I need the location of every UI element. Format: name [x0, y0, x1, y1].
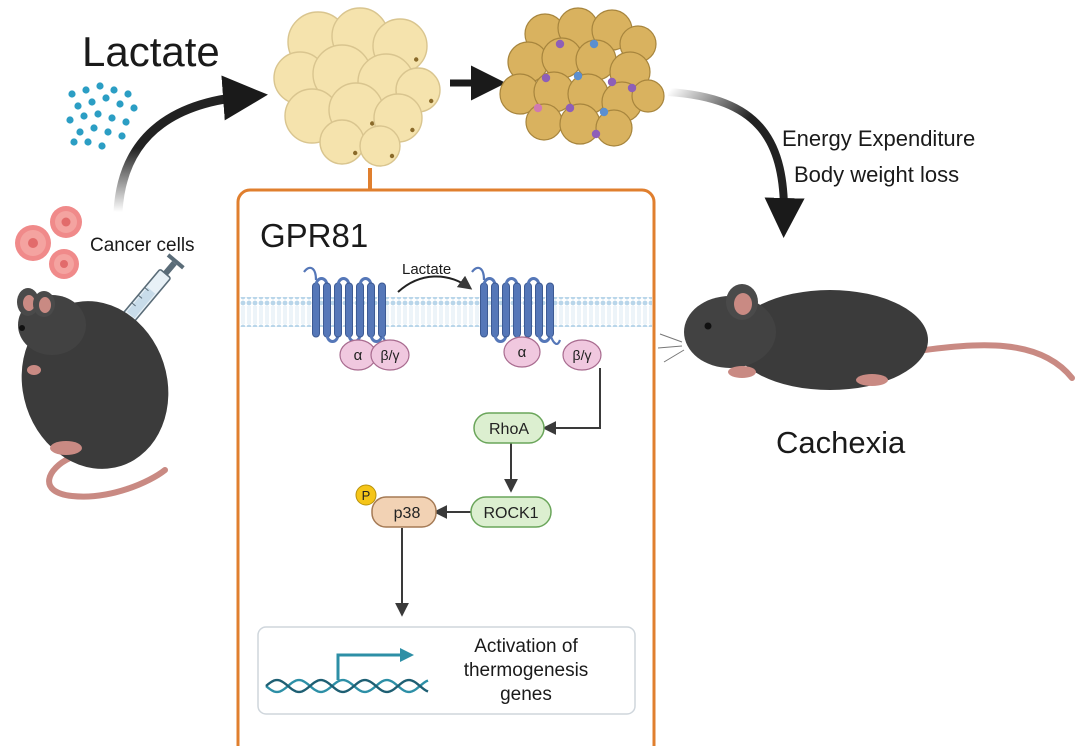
lactate-dot — [116, 100, 124, 108]
phosphate-label: P — [362, 488, 371, 503]
white-adipocyte-cluster — [273, 7, 441, 167]
dna-helix-icon — [265, 678, 429, 694]
immune-cell — [541, 73, 551, 83]
g-betagamma-subunit-2: β/γ — [562, 339, 602, 371]
immune-cell — [565, 103, 575, 113]
white-adipocyte — [359, 125, 401, 167]
rock1-node: ROCK1 — [470, 496, 552, 528]
immune-cell — [627, 83, 637, 93]
cancer-cells — [15, 206, 82, 279]
brown-adipocyte — [595, 109, 633, 147]
gene-activation-panel — [257, 626, 636, 715]
mouse-cachexia-icon — [657, 284, 1075, 390]
lactate-dot — [88, 98, 96, 106]
body-weight-loss-label: Body weight loss — [794, 162, 959, 187]
transcription-arrowhead — [400, 648, 414, 662]
immune-cell — [589, 39, 599, 49]
immune-cell — [599, 107, 609, 117]
lactate-dot — [104, 128, 112, 136]
lactate-dot — [70, 138, 78, 146]
lactate-dot — [90, 124, 98, 132]
gene-activation-line1: Activation of — [474, 636, 578, 657]
syringe-icon — [111, 253, 185, 338]
brown-adipocyte — [525, 103, 563, 141]
lactate-dot — [122, 118, 130, 126]
white-adipocyte — [319, 119, 365, 165]
phosphate-badge — [355, 484, 377, 506]
lactate-dot — [130, 104, 138, 112]
lactate-molecules — [66, 82, 138, 150]
energy-expenditure-label: Energy Expenditure — [782, 126, 975, 151]
lactate-dot — [80, 112, 88, 120]
immune-cell — [591, 129, 601, 139]
lactate-binding-arrow — [397, 275, 473, 293]
gene-activation-line2: thermogenesis — [464, 660, 589, 681]
immune-cell — [607, 77, 617, 87]
lactate-dot — [118, 132, 126, 140]
lactate-dot — [102, 94, 110, 102]
mouse-left-icon — [17, 288, 169, 500]
lactate-dot — [108, 114, 116, 122]
p38-label: p38 — [394, 505, 421, 522]
rhoa-label: RhoA — [489, 421, 529, 438]
lactate-dot — [84, 138, 92, 146]
transcription-start-arrow — [336, 653, 402, 680]
lactate-dot — [110, 86, 118, 94]
g-alpha-subunit-2: α — [503, 336, 541, 368]
lactate-dot — [76, 128, 84, 136]
brown-adipocyte — [559, 103, 601, 145]
brown-adipocyte-cluster — [499, 7, 665, 147]
cancer-cells-label: Cancer cells — [90, 235, 195, 256]
rock1-label: ROCK1 — [483, 505, 538, 522]
gpr81-title: GPR81 — [260, 217, 368, 254]
g-betagamma-label-2: β/γ — [573, 347, 592, 363]
lactate-dot — [96, 82, 104, 90]
g-betagamma-subunit-1: β/γ — [370, 339, 410, 371]
arrow-to-cachexia — [667, 88, 805, 238]
lactate-dot — [66, 116, 74, 124]
brown-adipocyte — [631, 79, 665, 113]
cell-membrane — [240, 297, 652, 327]
immune-cell — [555, 39, 565, 49]
immune-cell — [573, 71, 583, 81]
g-betagamma-label-1: β/γ — [381, 347, 400, 363]
gene-activation-line3: genes — [500, 684, 552, 705]
lactate-dot — [82, 86, 90, 94]
lactate-dot — [94, 110, 102, 118]
lactate-small-label: Lactate — [402, 261, 451, 278]
arrow-to-white-fat — [113, 75, 268, 213]
lactate-dot — [74, 102, 82, 110]
cachexia-label: Cachexia — [776, 425, 906, 460]
rhoa-node: RhoA — [473, 412, 545, 444]
lactate-dot — [68, 90, 76, 98]
immune-cell — [533, 103, 543, 113]
lactate-dot — [98, 142, 106, 150]
lactate-title: Lactate — [82, 28, 220, 75]
g-alpha-label-2: α — [518, 344, 527, 361]
arrow-betagamma-to-rhoa — [542, 368, 601, 435]
gpr81-receptor-active — [471, 266, 562, 345]
g-alpha-label-1: α — [354, 347, 363, 364]
lactate-dot — [124, 90, 132, 98]
p38-node: p38 P — [355, 484, 437, 528]
